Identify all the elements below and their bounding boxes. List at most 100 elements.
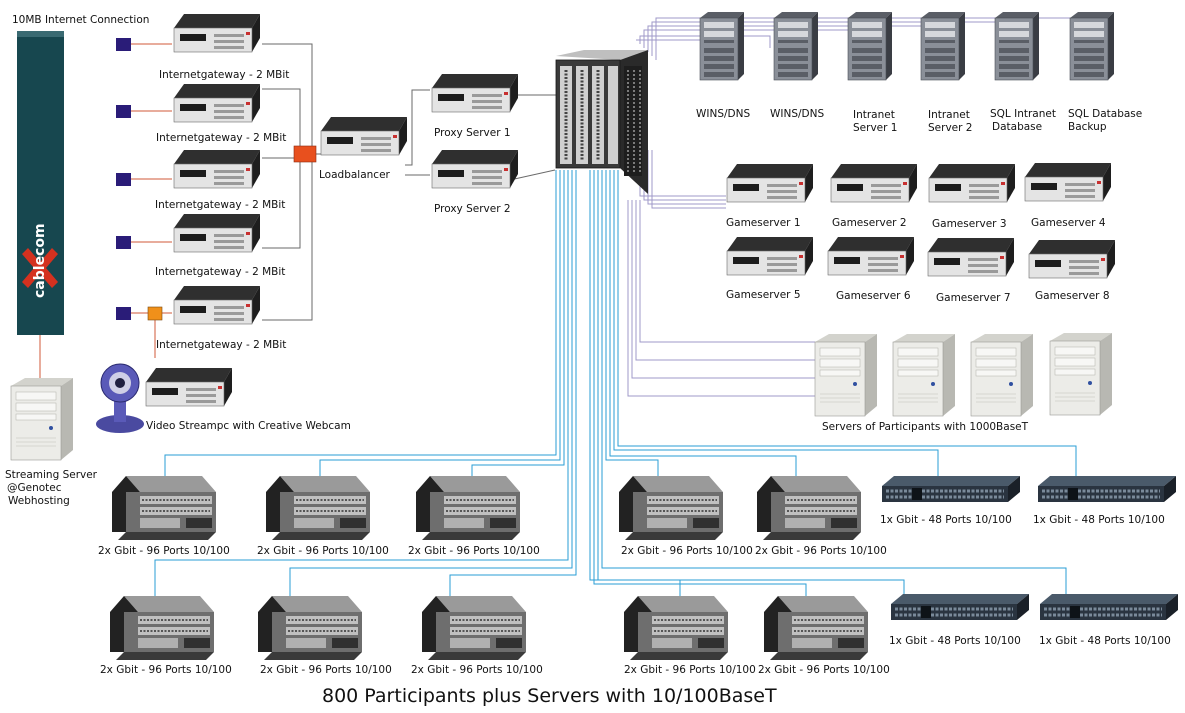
intranet-server-1 <box>847 11 893 81</box>
internet-connection-label: 10MB Internet Connection <box>12 14 149 26</box>
switch-48-row1-2 <box>1036 474 1178 504</box>
wins-dns-server-1 <box>699 11 745 81</box>
router-nodes <box>116 38 131 320</box>
proxy-server-1-label: Proxy Server 1 <box>434 127 511 139</box>
switch-96-row1-2-label: 2x Gbit - 96 Ports 10/100 <box>257 545 389 557</box>
hub-node <box>293 145 317 163</box>
streaming-server-label-2: @Genotec <box>7 482 62 494</box>
switch-96-row1-4 <box>618 475 724 541</box>
switch-96-row2-3-label: 2x Gbit - 96 Ports 10/100 <box>411 664 543 676</box>
cablecom-logo-icon <box>22 248 58 288</box>
gameserver-1-label: Gameserver 1 <box>726 217 801 229</box>
gateway-5-label: Internetgateway - 2 MBit <box>156 339 286 351</box>
switch-96-row2-2 <box>257 595 363 661</box>
streaming-server-label-1: Streaming Server <box>5 469 98 481</box>
participant-server-2 <box>892 333 956 417</box>
proxy-server-1 <box>431 73 519 113</box>
participant-server-4 <box>1049 332 1113 416</box>
switch-96-row1-4-label: 2x Gbit - 96 Ports 10/100 <box>621 545 753 557</box>
switch-96-row2-2-label: 2x Gbit - 96 Ports 10/100 <box>260 664 392 676</box>
wins-dns-1-label: WINS/DNS <box>696 108 750 120</box>
gateway-1-label: Internetgateway - 2 MBit <box>159 69 289 81</box>
gameserver-1 <box>726 163 814 203</box>
sql-backup-server <box>1069 11 1115 81</box>
switch-48-row1-1 <box>880 474 1022 504</box>
switch-48-row2-2-label: 1x Gbit - 48 Ports 10/100 <box>1039 635 1171 647</box>
proxy-server-2-label: Proxy Server 2 <box>434 203 511 215</box>
gameserver-4 <box>1024 162 1112 202</box>
intranet-1-label-2: Server 1 <box>853 122 897 134</box>
gameserver-8-label: Gameserver 8 <box>1035 290 1110 302</box>
streaming-server <box>10 377 74 461</box>
switch-48-row2-2 <box>1038 592 1180 622</box>
switch-48-row2-1-label: 1x Gbit - 48 Ports 10/100 <box>889 635 1021 647</box>
gameserver-8 <box>1028 239 1116 279</box>
loadbalancer-label: Loadbalancer <box>319 169 391 181</box>
switch-96-row1-3-label: 2x Gbit - 96 Ports 10/100 <box>408 545 540 557</box>
sql-intranet-label-2: Database <box>992 121 1042 133</box>
camera-node <box>147 306 163 321</box>
webcam-icon <box>96 363 144 433</box>
gameserver-6-label: Gameserver 6 <box>836 290 911 302</box>
gateway-5 <box>173 285 261 325</box>
switch-96-row1-3 <box>415 475 521 541</box>
cablecom-panel: cablecom <box>17 31 64 335</box>
switch-96-row1-1-label: 2x Gbit - 96 Ports 10/100 <box>98 545 230 557</box>
gameserver-7-label: Gameserver 7 <box>936 292 1011 304</box>
gateway-links <box>39 43 172 378</box>
switch-96-row2-4 <box>623 595 729 661</box>
cablecom-label: cablecom <box>32 223 48 298</box>
gameserver-3 <box>928 163 1016 203</box>
switch-96-row2-1 <box>109 595 215 661</box>
participant-server-1 <box>814 333 878 417</box>
switch-96-row1-2 <box>265 475 371 541</box>
gameserver-7 <box>927 237 1015 277</box>
switch-96-row2-4-label: 2x Gbit - 96 Ports 10/100 <box>624 664 756 676</box>
sql-backup-label-2: Backup <box>1068 121 1107 133</box>
switch-96-row1-5-label: 2x Gbit - 96 Ports 10/100 <box>755 545 887 557</box>
gateway-2 <box>173 83 261 123</box>
core-switch <box>555 50 648 194</box>
intranet-2-label-1: Intranet <box>928 109 970 121</box>
diagram-caption: 800 Participants plus Servers with 10/10… <box>322 685 777 707</box>
intranet-1-label-1: Intranet <box>853 109 895 121</box>
gateway-3-label: Internetgateway - 2 MBit <box>155 199 285 211</box>
switch-48-row1-2-label: 1x Gbit - 48 Ports 10/100 <box>1033 514 1165 526</box>
switch-96-row1-5 <box>756 475 862 541</box>
sql-backup-label-1: SQL Database <box>1068 108 1142 120</box>
gameserver-2 <box>830 163 918 203</box>
loadbalancer <box>320 116 408 156</box>
switch-96-row1-1 <box>111 475 217 541</box>
gameserver-4-label: Gameserver 4 <box>1031 217 1106 229</box>
switch-48-row2-1 <box>889 592 1031 622</box>
participant-server-3 <box>970 333 1034 417</box>
switch-96-row2-5-label: 2x Gbit - 96 Ports 10/100 <box>758 664 890 676</box>
gateway-4 <box>173 213 261 253</box>
switch-48-row1-1-label: 1x Gbit - 48 Ports 10/100 <box>880 514 1012 526</box>
switch-links <box>154 170 1077 600</box>
gameserver-6 <box>827 236 915 276</box>
streaming-server-label-3: Webhosting <box>8 495 70 507</box>
sql-intranet-label-1: SQL Intranet <box>990 108 1056 120</box>
wins-dns-2-label: WINS/DNS <box>770 108 824 120</box>
video-stream-label: Video Streampc with Creative Webcam <box>146 420 351 432</box>
gameserver-5-label: Gameserver 5 <box>726 289 801 301</box>
gameserver-5 <box>726 236 814 276</box>
sql-intranet-server <box>994 11 1040 81</box>
video-stream-pc <box>145 367 233 407</box>
participant-servers-label: Servers of Participants with 1000BaseT <box>822 421 1029 433</box>
gateway-2-label: Internetgateway - 2 MBit <box>156 132 286 144</box>
gateway-3 <box>173 149 261 189</box>
proxy-server-2 <box>431 149 519 189</box>
switch-96-row2-5 <box>763 595 869 661</box>
gateway-4-label: Internetgateway - 2 MBit <box>155 266 285 278</box>
intranet-server-2 <box>920 11 966 81</box>
gameserver-2-label: Gameserver 2 <box>832 217 907 229</box>
intranet-2-label-2: Server 2 <box>928 122 972 134</box>
wins-dns-server-2 <box>773 11 819 81</box>
gateway-1 <box>173 13 261 53</box>
switch-96-row2-3 <box>421 595 527 661</box>
gameserver-3-label: Gameserver 3 <box>932 218 1007 230</box>
switch-96-row2-1-label: 2x Gbit - 96 Ports 10/100 <box>100 664 232 676</box>
